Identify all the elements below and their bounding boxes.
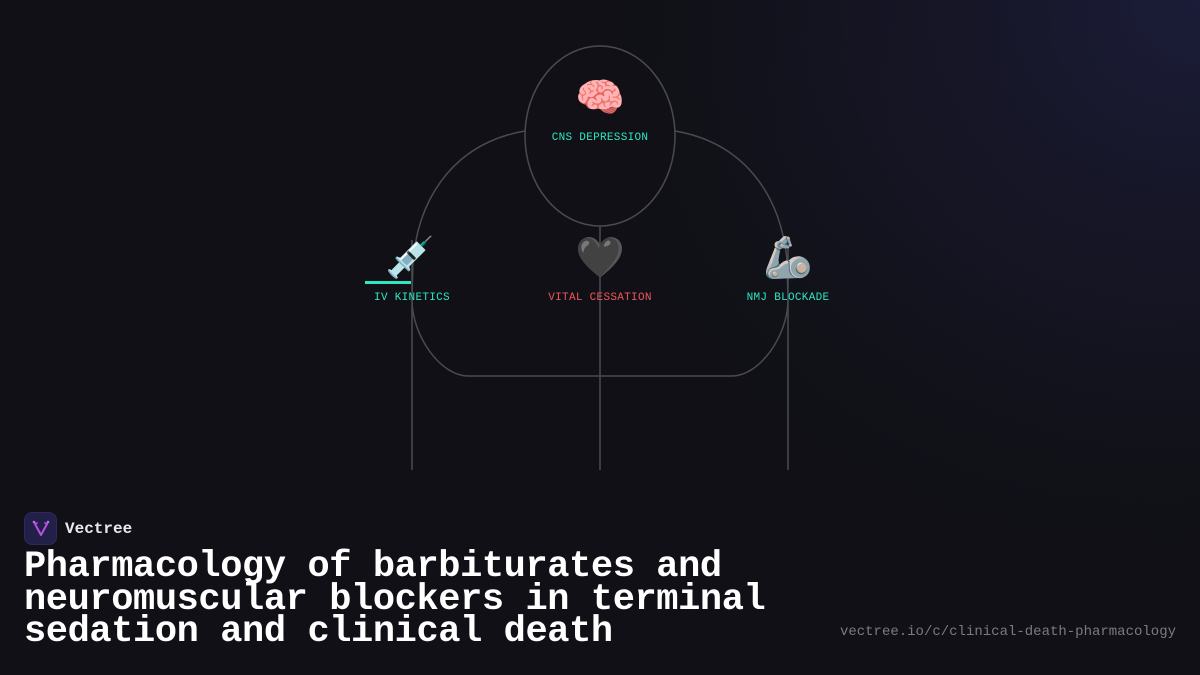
brain-icon: 🧠 bbox=[575, 75, 625, 121]
node-label-vital-cessation: VITAL CESSATION bbox=[548, 292, 652, 304]
node-label-nmj-blockade: NMJ BLOCKADE bbox=[746, 292, 830, 304]
black-heart-icon: 🖤 bbox=[575, 235, 625, 281]
node-label-cns-depression: CNS DEPRESSION bbox=[551, 132, 649, 144]
node-label-iv-kinetics: IV KINETICS bbox=[374, 292, 450, 304]
vectree-logo-icon bbox=[24, 512, 57, 545]
syringe-icon: 💉 bbox=[385, 235, 435, 281]
title-line-1: Pharmacology of barbiturates and bbox=[24, 546, 722, 588]
iv-kinetics-progress-bar bbox=[365, 281, 411, 284]
page-title: Pharmacology of barbiturates and neuromu… bbox=[24, 546, 824, 653]
brand: Vectree bbox=[24, 512, 132, 545]
title-line-2: neuromuscular blockers in terminal bbox=[24, 578, 766, 621]
source-url: vectree.io/c/clinical-death-pharmacology bbox=[839, 624, 1176, 640]
mechanical-arm-icon: 🦾 bbox=[763, 235, 813, 281]
title-line-3: sedation and clinical death bbox=[24, 611, 613, 653]
brand-name: Vectree bbox=[65, 519, 133, 538]
